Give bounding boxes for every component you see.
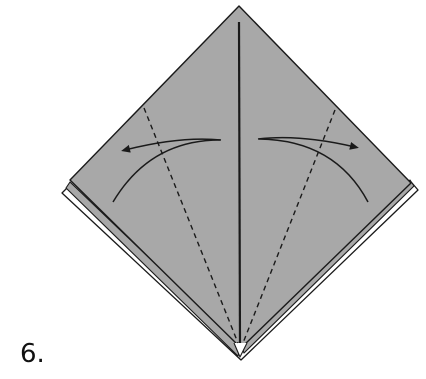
step-number: 6. xyxy=(20,341,45,367)
center-crease xyxy=(239,22,240,348)
